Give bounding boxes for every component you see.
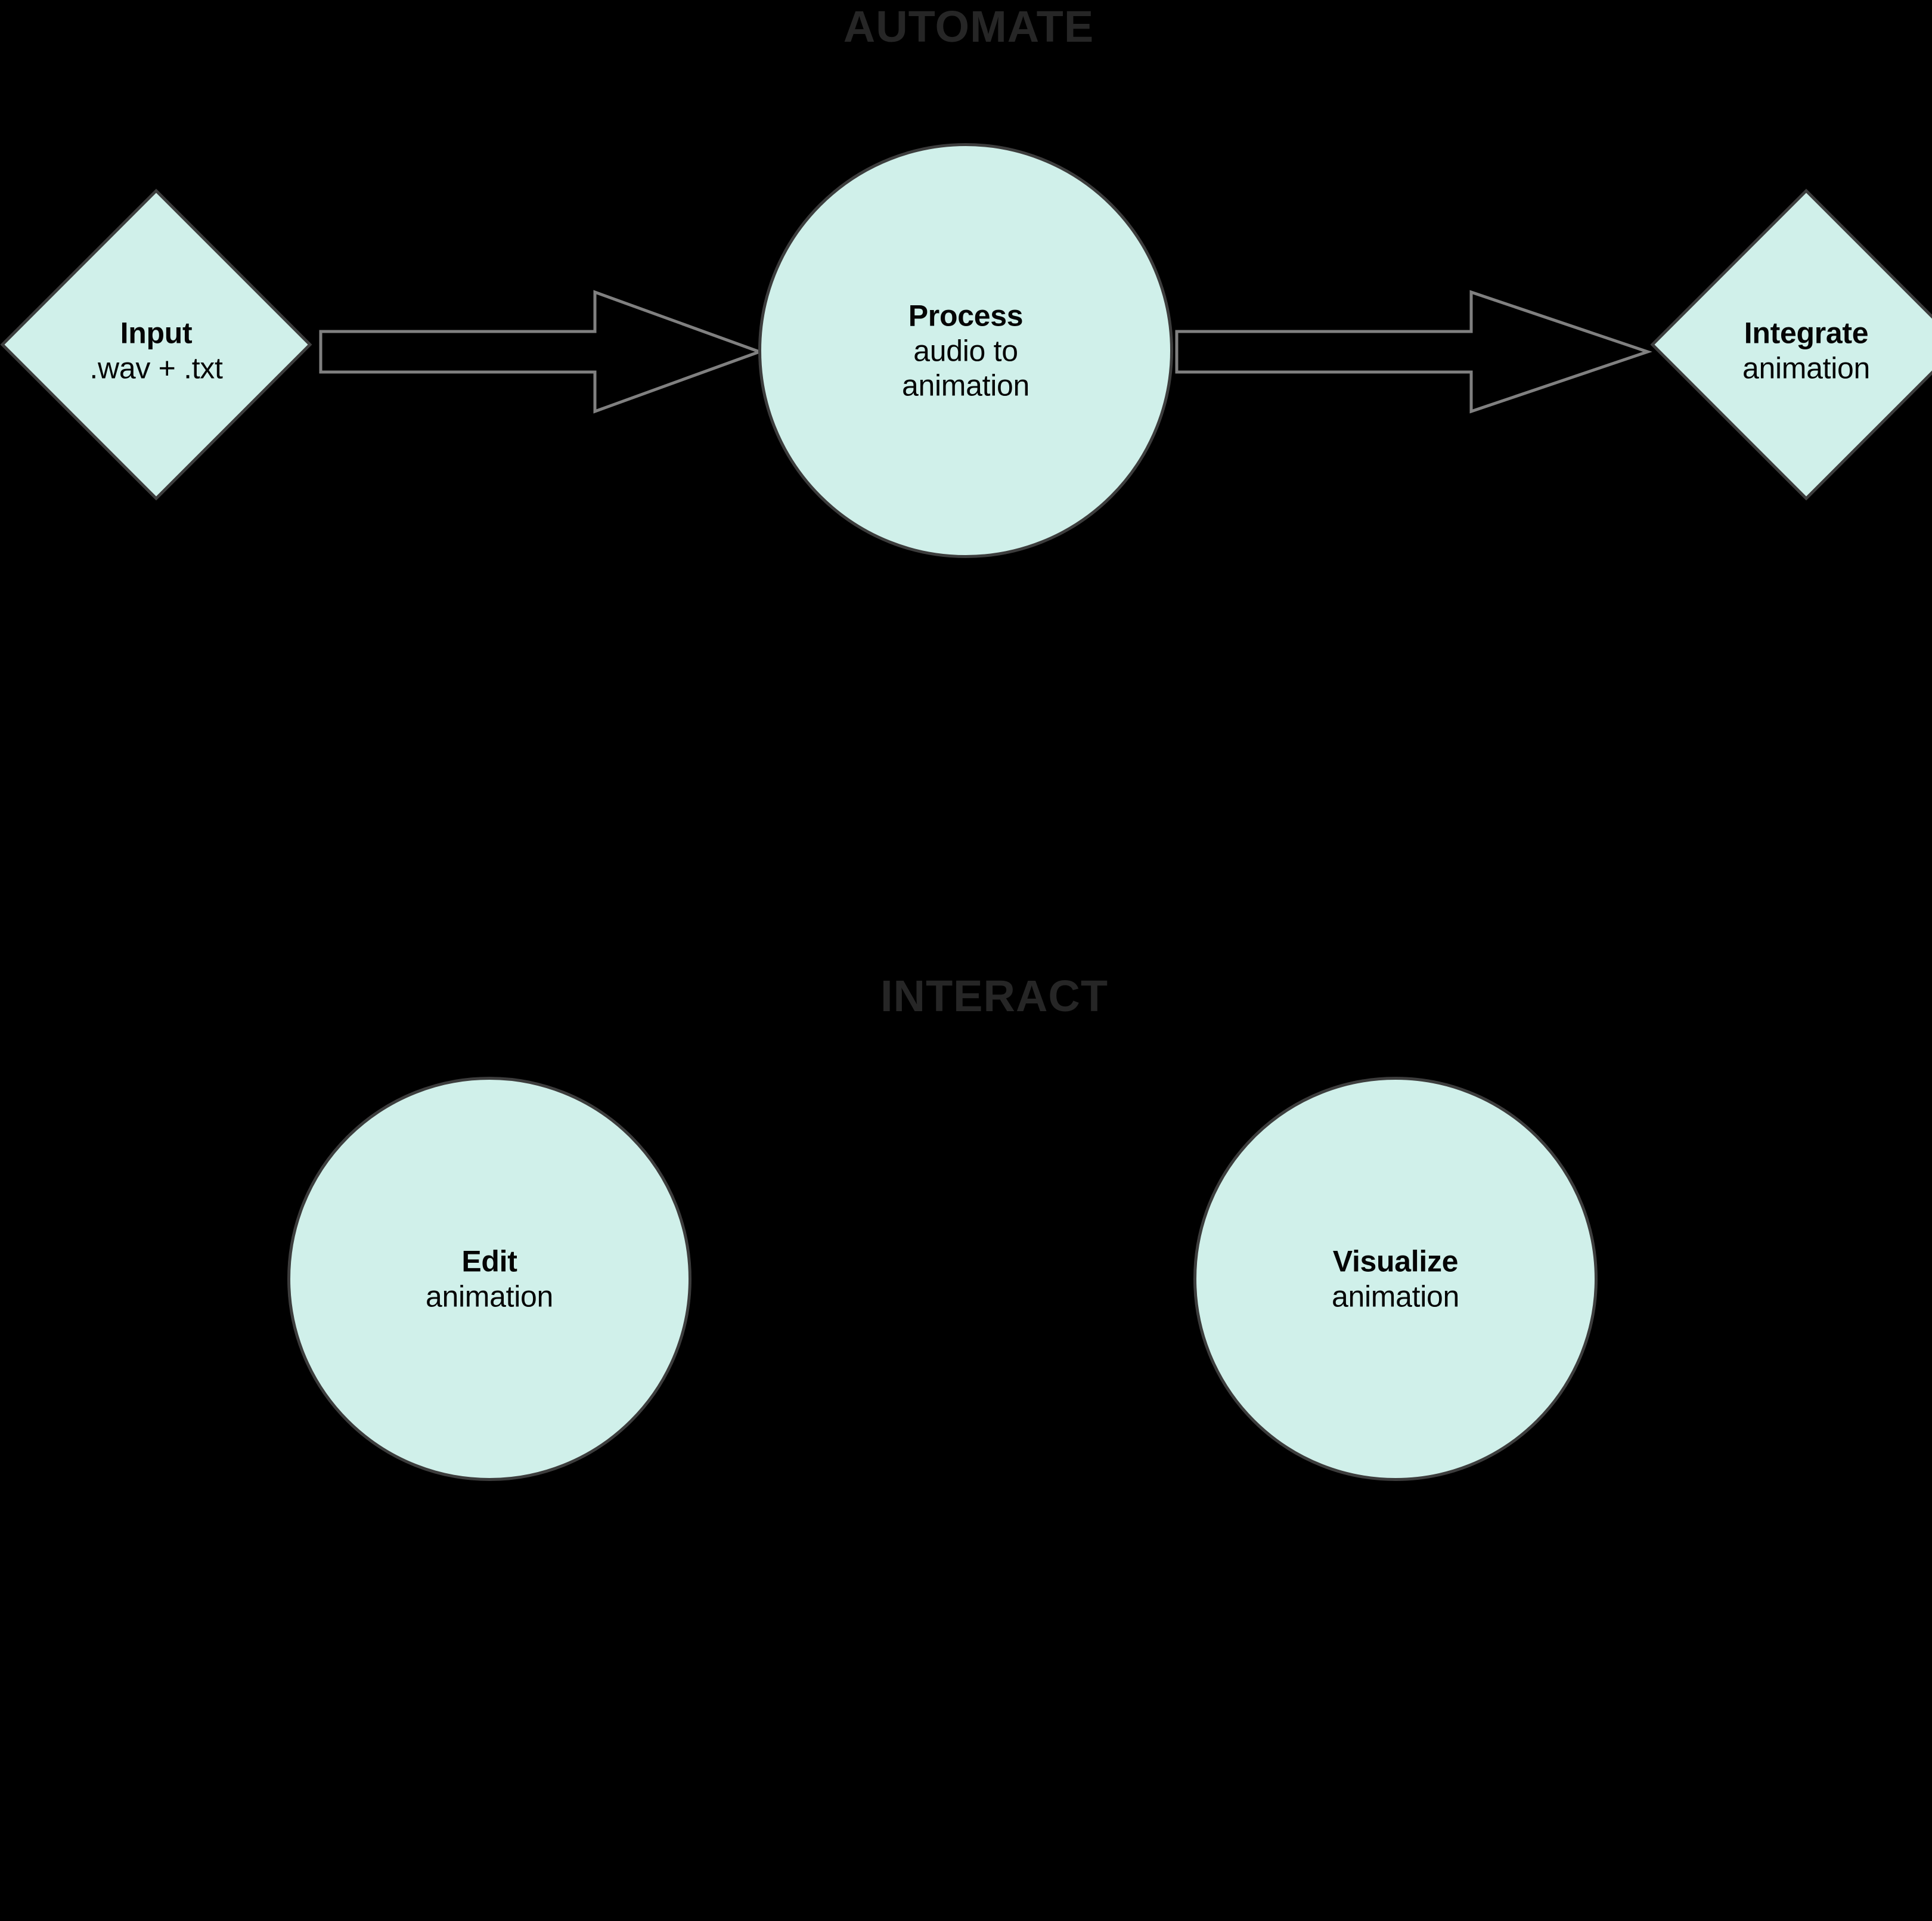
node-process-title: Process	[908, 299, 1024, 333]
arrow-input-to-process	[319, 290, 764, 414]
node-process-subtitle-line2: animation	[901, 368, 1030, 402]
section-heading-automate: AUTOMATE	[843, 2, 1094, 51]
diamond-shape-integrate	[1650, 188, 1932, 501]
node-input[interactable]: Input .wav + .txt	[0, 188, 312, 501]
node-edit-title: Edit	[461, 1244, 517, 1278]
node-process-text: Process audio to animation	[902, 298, 1029, 403]
diamond-shape-input	[0, 188, 312, 501]
node-visualize[interactable]: Visualize animation	[1193, 1077, 1598, 1481]
node-process-subtitle-line1: audio to	[913, 333, 1018, 367]
node-edit-subtitle: animation	[425, 1279, 554, 1313]
node-visualize-text: Visualize animation	[1332, 1244, 1459, 1314]
node-visualize-subtitle: animation	[1331, 1279, 1460, 1313]
node-visualize-title: Visualize	[1332, 1244, 1459, 1278]
node-edit[interactable]: Edit animation	[287, 1077, 691, 1481]
node-integrate[interactable]: Integrate animation	[1650, 188, 1932, 501]
arrow-process-to-integrate	[1175, 290, 1652, 414]
node-process[interactable]: Process audio to animation	[758, 143, 1173, 558]
node-edit-text: Edit animation	[426, 1244, 553, 1314]
section-heading-interact: INTERACT	[880, 971, 1109, 1021]
